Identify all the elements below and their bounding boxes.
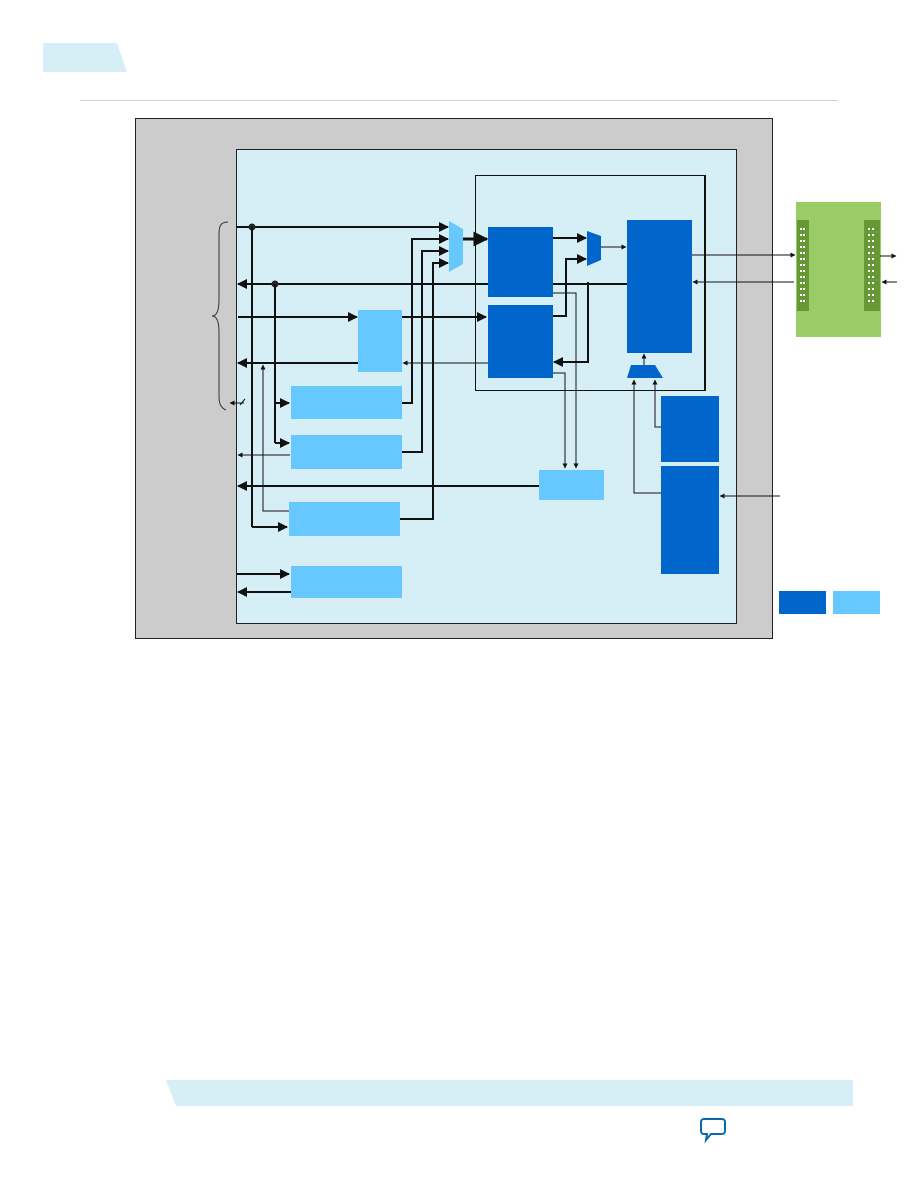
connector-pin [803,276,805,278]
connector-pin [803,258,805,260]
connector-pin [872,270,874,272]
block-wide-3 [289,502,400,536]
connector-pin [800,264,802,266]
header-divider [80,100,838,101]
connector-pin [803,288,805,290]
connector-pin [800,252,802,254]
connector-pin [800,234,802,236]
connector-pin [868,240,870,242]
block-wide-4 [291,566,402,598]
connector-pin [872,288,874,290]
connector-pin [868,282,870,284]
legend-light-swatch [833,591,880,614]
footer-band-shape [166,1080,853,1106]
connector-pin [803,240,805,242]
connector-pin [800,276,802,278]
connector-pin [868,264,870,266]
slash-mark [239,398,246,406]
connector-pin [803,300,805,302]
connector-pin [872,282,874,284]
connector-pin [868,270,870,272]
connector-pin [868,258,870,260]
signal-line [260,364,289,512]
connector-pin [803,282,805,284]
left-brace [211,221,229,411]
signal-line [631,379,661,494]
legend-dark-swatch [779,591,826,614]
signal-line [553,254,587,317]
signal-line [400,258,449,520]
connector-pin [800,294,802,296]
connector-pin [872,246,874,248]
connector-pin [872,234,874,236]
block-wide-2 [291,435,402,469]
connector-pin [872,252,874,254]
signal-line [553,282,589,367]
connector-pin [868,234,870,236]
mux-small [587,231,601,266]
connector-pin [800,288,802,290]
connector-pin [872,264,874,266]
block-diagram [135,118,897,639]
footer-band [166,1080,853,1106]
block-small-light [358,310,402,372]
connector-pin [872,240,874,242]
connector-pin [800,246,802,248]
block-side-upper [661,396,719,462]
mux-bottom [627,365,663,378]
connector-pin [800,300,802,302]
connector-pin [800,228,802,230]
connector-pin [803,270,805,272]
footer-band-polygon [166,1080,853,1106]
feedback-button[interactable] [700,1115,730,1145]
connector-pin [872,276,874,278]
block-wide-1 [291,386,402,419]
header-tab-shape [43,43,127,72]
connector-pin [872,228,874,230]
block-lower-dark [488,305,553,378]
signal-line [402,234,449,404]
signal-line [553,292,579,469]
connector-pin [803,264,805,266]
connector-pin [872,294,874,296]
speech-bubble-icon[interactable] [700,1115,730,1145]
header-tab-polygon [43,43,127,72]
connector-pin [872,258,874,260]
connector-pin [868,252,870,254]
connector-pin [868,228,870,230]
connector-pin [800,282,802,284]
connector-pin [800,258,802,260]
connector-pin [800,240,802,242]
signal-line [553,372,568,469]
mux-input [449,221,463,272]
connector-pin [872,300,874,302]
connector-pin [803,252,805,254]
block-mid-light [539,470,604,500]
signal-line [652,379,661,428]
connector-pin [868,300,870,302]
connector-pin [803,246,805,248]
header-tab [43,43,127,72]
connector-pins [800,228,874,302]
signal-line [402,246,449,453]
block-side-lower [661,466,719,574]
connector-pin [800,270,802,272]
block-tall-dark [627,220,692,353]
connector-pin [868,294,870,296]
connector-pin [803,294,805,296]
connector-pin [868,276,870,278]
connector-pin [868,288,870,290]
connector-pin [803,234,805,236]
connector-pin [868,246,870,248]
connector-pin [803,228,805,230]
block-upper-dark [488,227,553,297]
